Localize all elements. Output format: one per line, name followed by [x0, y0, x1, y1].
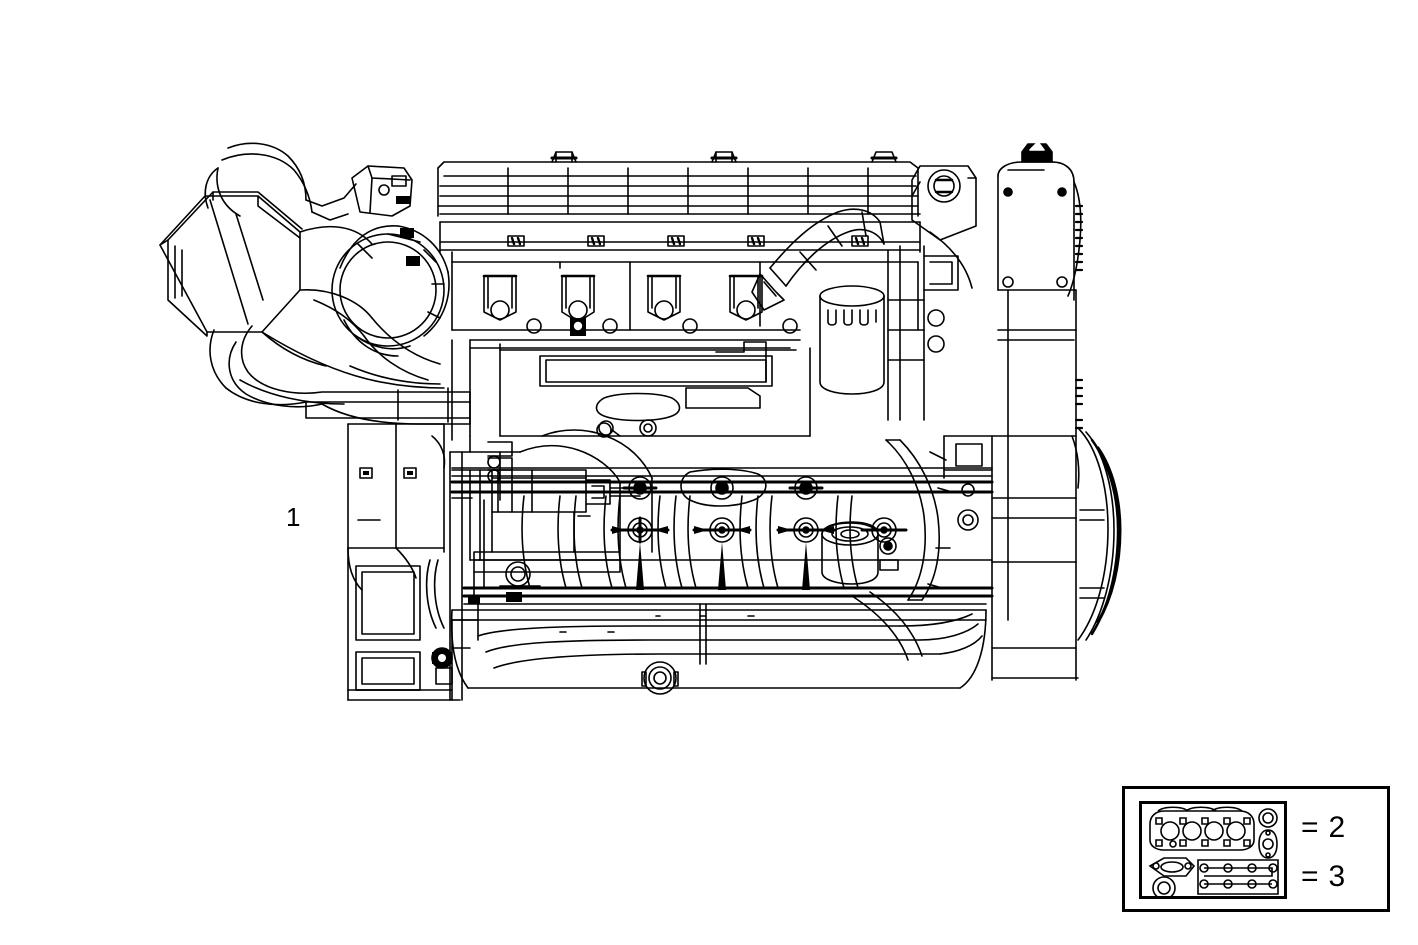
legend-part-number: 2 — [1328, 810, 1346, 844]
legend-row: = 3 — [1301, 859, 1389, 893]
round-seal-icon — [1152, 876, 1176, 896]
legend-box: = 2 = 3 — [1122, 786, 1390, 912]
flange-gasket-icon — [1148, 857, 1196, 877]
o-ring-icon — [1258, 808, 1278, 828]
oval-seal-icon — [1258, 829, 1278, 859]
legend-row: = 2 — [1301, 810, 1389, 844]
equals-sign: = — [1301, 810, 1319, 844]
cylinder-head-gasket-icon — [1149, 806, 1255, 851]
legend-value-list: = 2 = 3 — [1301, 803, 1389, 901]
equals-sign: = — [1301, 859, 1319, 893]
legend-part-number: 3 — [1328, 859, 1346, 893]
gasket-kit-icon-box — [1139, 801, 1287, 899]
gasket-strip-icon — [1197, 859, 1279, 895]
callout-number-1: 1 — [286, 502, 301, 532]
